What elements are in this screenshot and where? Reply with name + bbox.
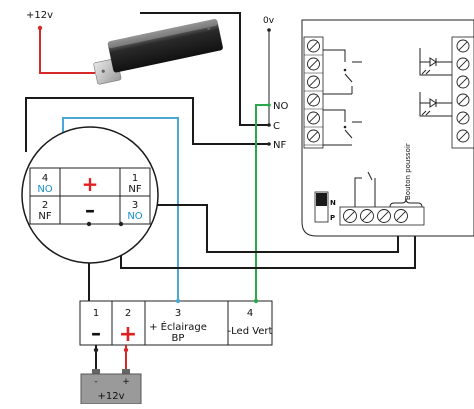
battery-plus-label: + [122,377,130,387]
board-left-terminal-screw [307,57,320,71]
relay-no-label: NO [273,101,288,112]
green-led-wire [255,104,269,301]
switch-minus-symbol: – [85,198,95,222]
board-left-terminal-screw [307,93,320,107]
np-selector-knob [316,193,327,206]
switch-plus-symbol: + [82,172,99,196]
switch-no-dot [118,221,124,227]
battery-minus-post [92,369,100,374]
battery-minus-label: - [94,377,97,387]
relay-nf-dot [267,142,271,146]
terminal-1-minus-symbol: – [91,321,101,345]
magnet-black-wire [140,12,269,126]
bp-black-wire-1 [150,204,399,253]
supply-top-label: +12v [26,10,53,21]
board-bottom-terminals [339,206,425,226]
board-left-terminals [304,39,323,146]
bouton-poussoir-brace [389,198,423,208]
terminal-2-plus-symbol: + [119,322,137,347]
switch-cell-number: 2 [42,200,48,211]
switch-minus-dot [86,221,92,227]
board-relay-symbols [323,49,362,146]
zero-volt-label: 0v [263,16,275,26]
terminal-3-label-line2: BP [172,333,185,344]
terminal-1-number: 1 [93,308,99,319]
switch-cell-label: NO [37,184,52,195]
terminal-4-label: -Led Vert [228,326,273,337]
terminal-3-dot [175,298,181,304]
terminal-3-label: + Éclairage [149,320,207,333]
terminal-4-number: 4 [247,308,253,319]
switch-cell-number: 4 [42,173,48,184]
relay-c-label: C [273,121,280,132]
terminal-4-dot [253,298,259,304]
supply-top-dot [37,25,43,31]
magnetic-lock-image [93,19,223,85]
np-selector-n-label: N [330,199,336,207]
battery-plus-post [122,369,130,374]
board-right-terminal-screw [456,111,470,125]
relay-c-dot [267,123,271,127]
red-supply-wire [39,28,95,74]
board-right-terminal-screw [456,129,470,143]
board-right-terminal-screw [456,57,470,71]
board-bottom-terminal-screw [360,209,374,223]
board-left-terminal-screw [307,75,320,89]
switch-cell-label: NO [127,211,142,222]
terminal-2-number: 2 [125,308,131,319]
board-right-terminal-screw [456,39,470,53]
board-right-terminal-screw [456,75,470,89]
switch-cell-label: NF [38,211,51,222]
board-right-terminals [451,36,474,149]
board-left-terminal-screw [307,129,320,143]
board-bottom-terminal-screw [343,209,357,223]
np-selector-p-label: P [330,214,335,222]
board-bottom-terminal-screw [394,209,408,223]
relay-no-dot [267,103,271,107]
battery-voltage-label: +12v [97,391,124,402]
switch-cell-number: 3 [132,200,138,211]
board-left-terminal-screw [307,39,320,53]
bouton-poussoir-label: Bouton poussoir [404,143,412,200]
board-bottom-terminal-screw [377,209,391,223]
switch-grid [29,167,151,225]
switch-cell-number: 1 [132,173,138,184]
board-led-symbols [419,48,452,117]
relay-nf-label: NF [273,140,286,151]
terminal-3-number: 3 [175,308,181,319]
switch-cell-label: NF [128,184,141,195]
board-left-terminal-screw [307,111,320,125]
board-right-terminal-screw [456,93,470,107]
zero-volt-dot [267,28,271,32]
nf-black-wire [25,97,269,152]
